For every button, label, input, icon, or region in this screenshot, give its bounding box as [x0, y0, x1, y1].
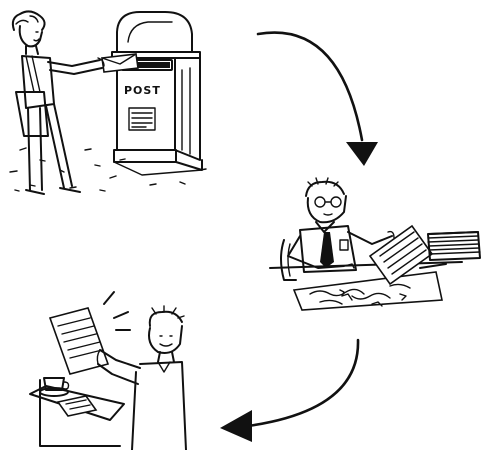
pen: [420, 264, 446, 268]
desk-map: [294, 272, 442, 310]
woman-posting: [13, 11, 104, 194]
person-reading-reply: [97, 306, 186, 450]
scene-receiving-reply: [30, 292, 186, 450]
scene-reading-at-desk: [270, 178, 480, 310]
postbox-label: POST: [124, 84, 161, 97]
paper-stack: [428, 232, 480, 260]
excitement-lines: [104, 292, 130, 330]
flow-arrow-2: [220, 340, 358, 442]
scene-posting-letter: POST: [10, 11, 206, 194]
envelope: [102, 54, 138, 72]
flow-arrow-1: [258, 33, 378, 166]
postbox: POST: [112, 12, 202, 175]
